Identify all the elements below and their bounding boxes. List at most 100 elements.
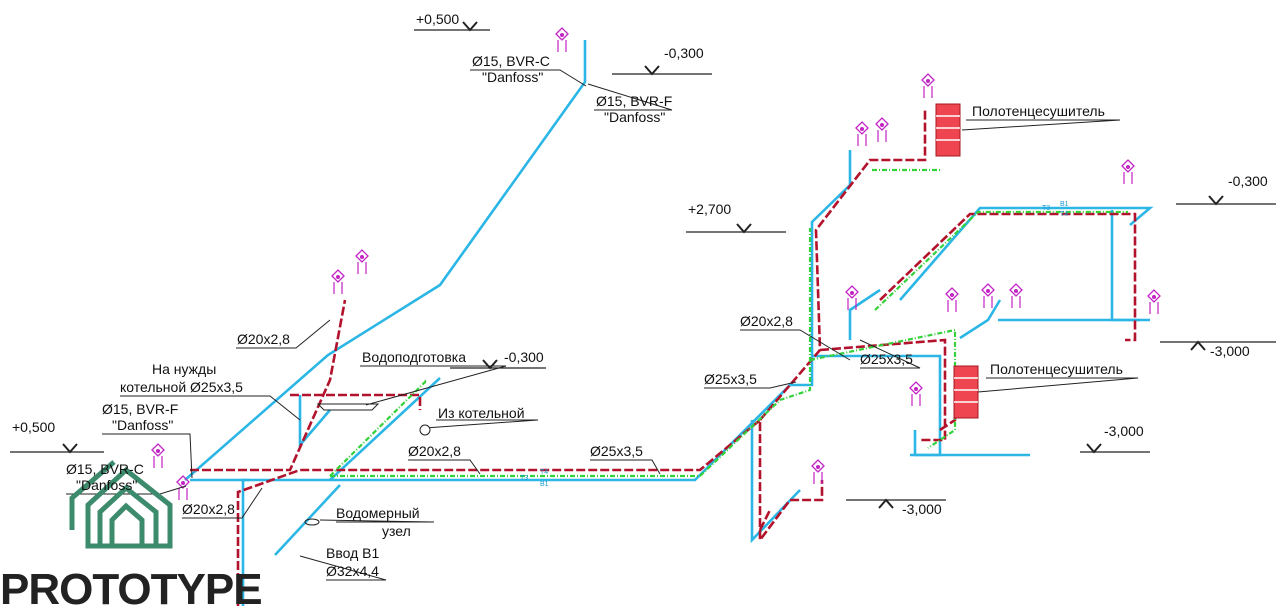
fixture-diamond-15 <box>176 475 190 489</box>
fixture-diamond-13 <box>811 459 825 473</box>
pipe-recirc-25 <box>874 210 1128 311</box>
elev-top-plus500: +0,500 <box>416 11 459 27</box>
fixture-dot-14 <box>156 449 160 453</box>
valve-top-f-brand: "Danfoss" <box>604 109 665 125</box>
fixture-diamond-7 <box>1147 289 1161 303</box>
fixture-dot-0 <box>336 275 340 279</box>
fixture-dot-15 <box>181 481 185 485</box>
fixture-symbols <box>151 27 1161 500</box>
valve-left-f-label: Ø15, BVR-F <box>102 401 178 417</box>
boiler-needs-label-2: котельной Ø25x3,5 <box>120 379 243 395</box>
pipe-tag-t3: Т3 <box>520 475 528 482</box>
pipe-hot-19 <box>290 393 422 410</box>
elev-arrow-8 <box>878 498 894 509</box>
prototype-logo: PROTOTYPE <box>0 460 263 608</box>
fixture-5 <box>921 73 935 98</box>
leader-11 <box>590 459 661 475</box>
pipe-20x28-upper-label: Ø20x2,8 <box>237 331 290 347</box>
fixture-stem-5 <box>923 86 933 98</box>
fixture-stem-1 <box>357 262 367 274</box>
pipe-tag-t4: Т4 <box>540 469 548 476</box>
elev-right-minus300: -0,300 <box>1228 173 1268 189</box>
from-boiler-label: Из котельной <box>438 405 525 421</box>
fixture-stem-11 <box>1011 296 1021 308</box>
elevation-marks: +0,500 -0,300 +2,700 -0,300 -0,300 +0,50… <box>12 11 1268 517</box>
fixture-8 <box>845 285 859 310</box>
fixture-dot-12 <box>914 387 918 391</box>
pipe-hot-20 <box>758 509 772 531</box>
pipe-cold-0 <box>241 377 441 606</box>
elev-top-minus300: -0,300 <box>664 45 704 61</box>
fixture-stem-4 <box>877 130 887 142</box>
towel-dryer-bottom-symbol <box>953 365 979 419</box>
pipe-cold-10 <box>274 484 341 556</box>
fixture-dot-9 <box>950 293 954 297</box>
fixture-dot-8 <box>850 291 854 295</box>
pipe-cold-7 <box>1110 210 1150 322</box>
fixture-2 <box>555 27 569 52</box>
pipe-cold-13 <box>913 430 1030 457</box>
pipe-recirc-24 <box>809 328 957 449</box>
fixture-diamond-3 <box>855 121 869 135</box>
fixture-diamond-4 <box>875 117 889 131</box>
leader-8 <box>360 365 507 406</box>
fixture-diamond-0 <box>331 269 345 283</box>
towel-dryer-top-label: Полотенцесушитель <box>972 103 1105 119</box>
pipe-hot-16 <box>759 110 927 421</box>
towel-dryer-top-symbol <box>935 103 961 157</box>
valve-top-c-brand: "Danfoss" <box>482 69 543 85</box>
fixture-dot-6 <box>1126 165 1130 169</box>
fixture-dot-7 <box>1152 295 1156 299</box>
valve-left-c-brand: "Danfoss" <box>76 477 137 493</box>
pipe-recirc-23 <box>329 379 427 477</box>
fixture-stem-0 <box>333 282 343 294</box>
pipe-20x28-low-label: Ø20x2,8 <box>182 501 235 517</box>
fixture-3 <box>855 121 869 146</box>
fixture-1 <box>355 249 369 274</box>
fixture-dot-13 <box>816 465 820 469</box>
fixture-diamond-5 <box>921 73 935 87</box>
inlet-label-2: Ø32x4,4 <box>326 563 379 579</box>
meter-ellipse <box>304 518 320 526</box>
elev-arrow-1 <box>644 65 660 76</box>
fixture-stem-13 <box>813 472 823 484</box>
leader-0 <box>470 69 587 87</box>
elev-arrow-2 <box>736 223 752 234</box>
pipe-hot-21 <box>939 410 957 432</box>
pipe-20x28-mid-label: Ø20x2,8 <box>408 443 461 459</box>
fixture-11 <box>1009 283 1023 308</box>
meter-node-label-2: узел <box>382 523 411 539</box>
water-treatment-box <box>316 403 380 411</box>
pipe-25x35-center-label: Ø25x3,5 <box>860 351 913 367</box>
pipe-tag-t4-right: Т4 <box>1060 211 1068 218</box>
from-boiler-circle <box>419 424 431 436</box>
leader-15 <box>182 487 263 519</box>
pipe-tag-b1-right: В1 <box>1060 201 1069 208</box>
fixture-stem-12 <box>911 394 921 406</box>
logo-text: PROTOTYPE <box>0 565 262 608</box>
pipe-cold-4 <box>812 354 942 457</box>
elev-lower-minus3000: -3,000 <box>1104 423 1144 439</box>
logo-house-icon <box>69 460 173 549</box>
pipe-25x35-right-label: Ø25x3,5 <box>704 371 757 387</box>
elev-arrow-0 <box>462 21 478 32</box>
fixture-stem-10 <box>983 296 993 308</box>
leader-2 <box>961 119 1121 131</box>
pipe-recirc-22 <box>330 228 812 478</box>
fixture-dot-4 <box>880 123 884 127</box>
fixture-stem-2 <box>557 40 567 52</box>
meter-node-label-1: Водомерный <box>336 505 420 521</box>
fixture-9 <box>945 287 959 312</box>
elev-arrow-5 <box>62 443 78 454</box>
fixture-stem-14 <box>153 456 163 468</box>
fixture-7 <box>1147 289 1161 314</box>
leader-5 <box>120 395 301 421</box>
elev-plus2700: +2,700 <box>688 201 731 217</box>
leader-17 <box>299 555 387 581</box>
elev-arrow-6 <box>1190 340 1206 351</box>
pipe-25x35-mid-label: Ø25x3,5 <box>590 443 643 459</box>
fixture-diamond-8 <box>845 285 859 299</box>
fixture-diamond-1 <box>355 249 369 263</box>
water-treatment-label: Водоподготовка <box>362 349 466 365</box>
